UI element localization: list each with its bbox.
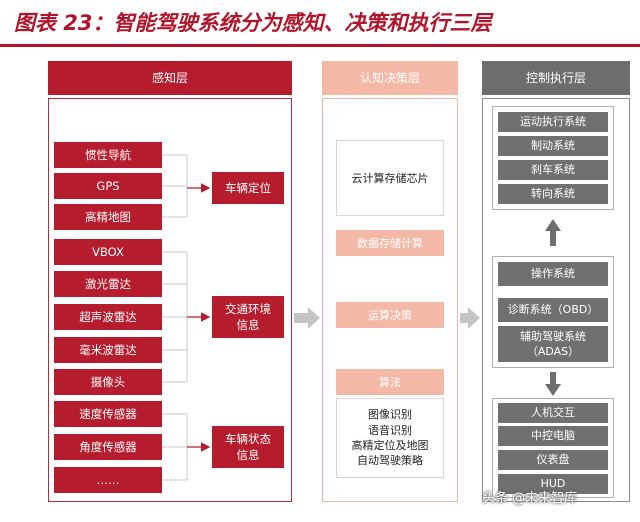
output-vehicle-state-line2: 信息: [236, 448, 260, 462]
output-traffic-info: 交通环境 信息: [212, 296, 284, 338]
output-vehicle-state: 车辆状态 信息: [212, 426, 284, 468]
compute-decision: 运算决策: [336, 302, 444, 328]
sensor-lidar: 激光雷达: [54, 271, 162, 297]
sensor-more: ……: [54, 467, 162, 493]
sensor-hd-map: 高精地图: [54, 204, 162, 230]
human-machine-interaction: 人机交互: [498, 403, 608, 423]
output-traffic-info-line1: 交通环境: [225, 301, 271, 316]
sensor-inertial-nav: 惯性导航: [54, 142, 162, 168]
diagnostic-system-obd: 诊断系统（OBD）: [498, 298, 608, 322]
cloud-storage-chip: 云计算存储芯片: [336, 140, 444, 216]
adas-line2: （ADAS）: [526, 345, 580, 358]
sensor-gps: GPS: [54, 173, 162, 199]
decision-header: 认知决策层: [322, 61, 458, 95]
execution-panel: [482, 98, 630, 502]
hud: HUD: [498, 474, 608, 494]
instrument-panel: 仪表盘: [498, 450, 608, 470]
algo-image-recognition: 图像识别: [368, 408, 412, 422]
operating-system: 操作系统: [498, 262, 608, 286]
algorithm-label: 算法: [336, 369, 444, 395]
perception-header: 感知层: [48, 61, 292, 95]
data-storage-compute: 数据存储计算: [336, 230, 444, 256]
output-vehicle-positioning: 车辆定位: [212, 172, 284, 204]
figure-title: 图表 23：智能驾驶系统分为感知、决策和执行三层: [14, 11, 492, 35]
output-vehicle-positioning-label: 车辆定位: [225, 181, 271, 195]
adas-system: 辅助驾驶系统 （ADAS）: [498, 326, 608, 362]
output-vehicle-state-line1: 车辆状态: [225, 431, 271, 446]
algo-autonomous-strategy: 自动驾驶策略: [357, 454, 423, 468]
motion-execution-system: 运动执行系统: [498, 112, 608, 132]
decision-panel: [322, 98, 458, 502]
steering-system: 转向系统: [498, 184, 608, 204]
algo-speech-recognition: 语音识别: [368, 423, 412, 437]
sensor-speed: 速度传感器: [54, 401, 162, 427]
sensor-mmwave-radar: 毫米波雷达: [54, 337, 162, 363]
algo-hd-positioning-map: 高精定位及地图: [351, 439, 429, 452]
adas-line1: 辅助驾驶系统: [520, 329, 586, 343]
sensor-angle: 角度传感器: [54, 434, 162, 460]
perception-panel: [48, 98, 292, 502]
central-control-computer: 中控电脑: [498, 426, 608, 446]
brake-system: 刹车系统: [498, 160, 608, 180]
execution-header: 控制执行层: [482, 61, 630, 95]
watermark: 头条 @未来智库: [482, 491, 578, 506]
sensor-vbox: VBOX: [54, 239, 162, 265]
output-traffic-info-line2: 信息: [236, 318, 260, 332]
sensor-camera: 摄像头: [54, 369, 162, 395]
algorithm-items: 图像识别 语音识别 高精定位及地图 自动驾驶策略: [336, 398, 444, 478]
title-rule: [0, 44, 640, 47]
braking-system: 制动系统: [498, 136, 608, 156]
sensor-ultrasonic-radar: 超声波雷达: [54, 304, 162, 330]
